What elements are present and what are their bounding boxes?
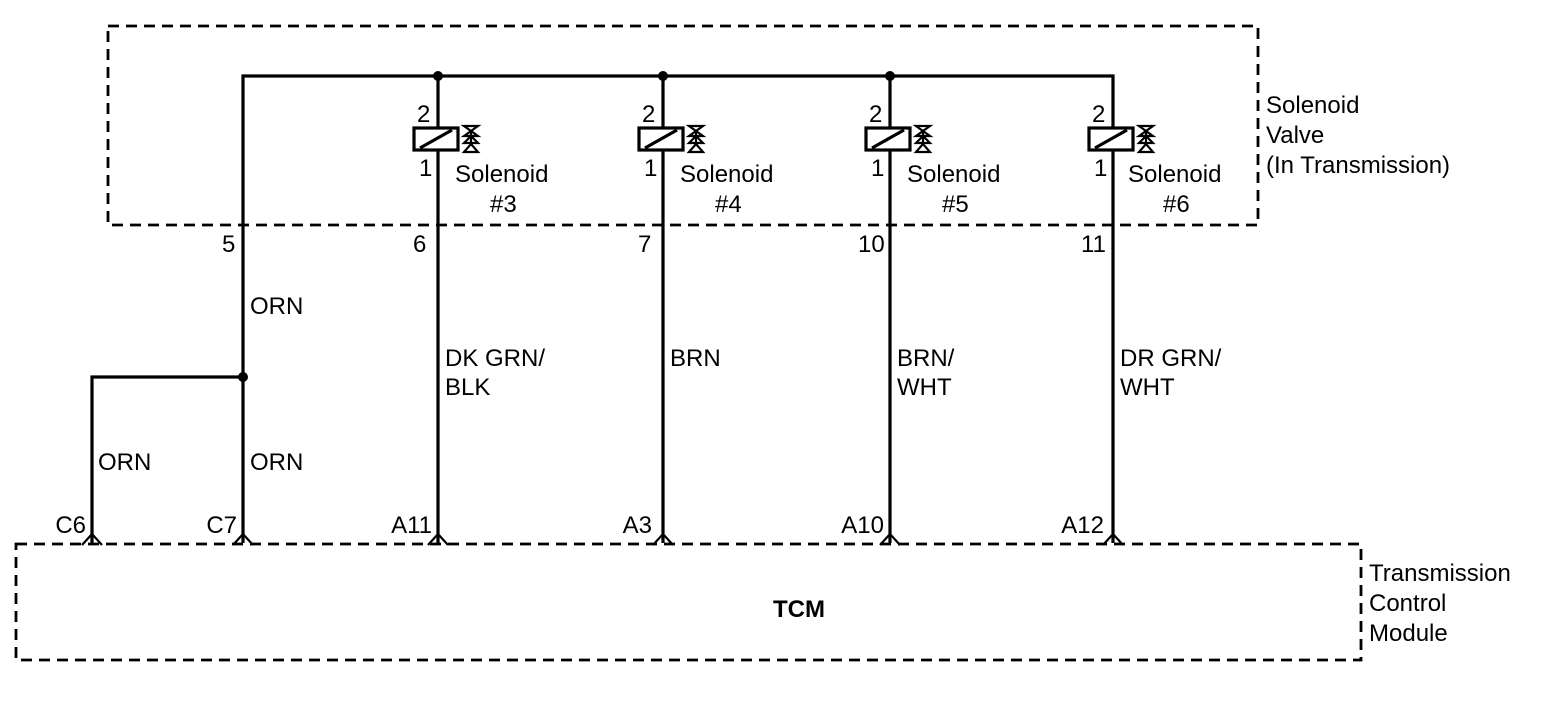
solenoid-5-number: #5 <box>942 191 969 218</box>
solenoid-4-coil-symbol <box>637 126 685 152</box>
solenoid-3-valve-icon <box>460 124 482 154</box>
solenoid-3-name: Solenoid <box>455 161 548 188</box>
solenoid-3-connector-pin: 6 <box>413 231 426 258</box>
solenoid-4-number: #4 <box>715 191 742 218</box>
tcm-pin-c7: C7 <box>206 512 237 539</box>
tcm-box <box>14 542 1363 662</box>
supply-bus-wire <box>241 74 1115 543</box>
solenoid-5-wire-color-1: BRN/ <box>897 345 955 372</box>
solenoid-valve-label-3: (In Transmission) <box>1266 152 1450 179</box>
solenoid-6-wire-color-1: DR GRN/ <box>1120 345 1222 372</box>
solenoid-6-top-pin: 2 <box>1092 101 1105 128</box>
tcm-terminal-a10 <box>879 532 901 546</box>
tcm-label-1: Transmission <box>1369 560 1511 587</box>
solenoid-4-top-pin: 2 <box>642 101 655 128</box>
tcm-label-3: Module <box>1369 620 1448 647</box>
solenoid-6-wire-color-2: WHT <box>1120 374 1175 401</box>
solenoid-5-name: Solenoid <box>907 161 1000 188</box>
common-wire-color-lower: ORN <box>250 449 303 476</box>
solenoid-4-connector-pin: 7 <box>638 231 651 258</box>
tcm-terminal-c7 <box>232 532 254 546</box>
solenoid-3-top-pin: 2 <box>417 101 430 128</box>
solenoid-5-wire-color-2: WHT <box>897 374 952 401</box>
solenoid-3-wire-color-2: BLK <box>445 374 490 401</box>
solenoid-3-coil-symbol <box>412 126 460 152</box>
solenoid-4-coil-slash <box>644 128 678 150</box>
solenoid-6-coil-slash <box>1094 128 1128 150</box>
tcm-pin-c6: C6 <box>55 512 86 539</box>
tcm-terminal-a3 <box>652 532 674 546</box>
solenoid-3: 2 1 Solenoid #3 6 DK GRN/ BLK <box>412 76 548 543</box>
solenoid-6-bottom-pin: 1 <box>1094 155 1107 182</box>
solenoid-5-coil-slash <box>871 128 905 150</box>
solenoid-valve-label-2: Valve <box>1266 122 1324 149</box>
solenoid-valve-box <box>106 24 1260 227</box>
solenoid-6: 2 1 Solenoid #6 11 DR GRN/ WHT <box>1081 101 1222 543</box>
solenoid-5-top-pin: 2 <box>869 101 882 128</box>
solenoid-5: 2 1 Solenoid #5 10 BRN/ WHT <box>858 76 1000 543</box>
solenoid-3-coil-slash <box>419 128 453 150</box>
solenoid-5-connector-pin: 10 <box>858 231 885 258</box>
solenoid-4-bottom-pin: 1 <box>644 155 657 182</box>
solenoid-4-wire-color-1: BRN <box>670 345 721 372</box>
solenoid-3-number: #3 <box>490 191 517 218</box>
common-connector-pin: 5 <box>222 231 235 258</box>
tcm-name: TCM <box>773 596 825 623</box>
tcm-pin-a12: A12 <box>1061 512 1104 539</box>
solenoid-4-valve-icon <box>685 124 707 154</box>
solenoid-3-wire-color-1: DK GRN/ <box>445 345 545 372</box>
splice-dot-left <box>238 372 248 382</box>
tcm-terminal-a12 <box>1102 532 1124 546</box>
solenoid-4-name: Solenoid <box>680 161 773 188</box>
c6-wire-color: ORN <box>98 449 151 476</box>
tcm-pin-a3: A3 <box>623 512 652 539</box>
solenoid-6-coil-symbol <box>1087 126 1135 152</box>
solenoid-3-bottom-pin: 1 <box>419 155 432 182</box>
solenoid-5-coil-symbol <box>864 126 912 152</box>
solenoid-6-connector-pin: 11 <box>1081 231 1106 258</box>
solenoid-6-valve-icon <box>1135 124 1157 154</box>
tcm-label-2: Control <box>1369 590 1446 617</box>
solenoid-4: 2 1 Solenoid #4 7 BRN <box>637 76 773 543</box>
solenoid-5-bottom-pin: 1 <box>871 155 884 182</box>
tcm-pin-a11: A11 <box>391 512 432 539</box>
tcm-terminal-c6 <box>81 532 103 546</box>
solenoid-5-valve-icon <box>912 124 934 154</box>
tcm-terminal-a11 <box>427 532 449 546</box>
solenoid-6-name: Solenoid <box>1128 161 1221 188</box>
solenoid-valve-label-1: Solenoid <box>1266 92 1359 119</box>
branch-wire-c6 <box>90 375 243 543</box>
solenoid-6-number: #6 <box>1163 191 1190 218</box>
tcm-pin-a10: A10 <box>841 512 884 539</box>
common-wire-color-upper: ORN <box>250 293 303 320</box>
